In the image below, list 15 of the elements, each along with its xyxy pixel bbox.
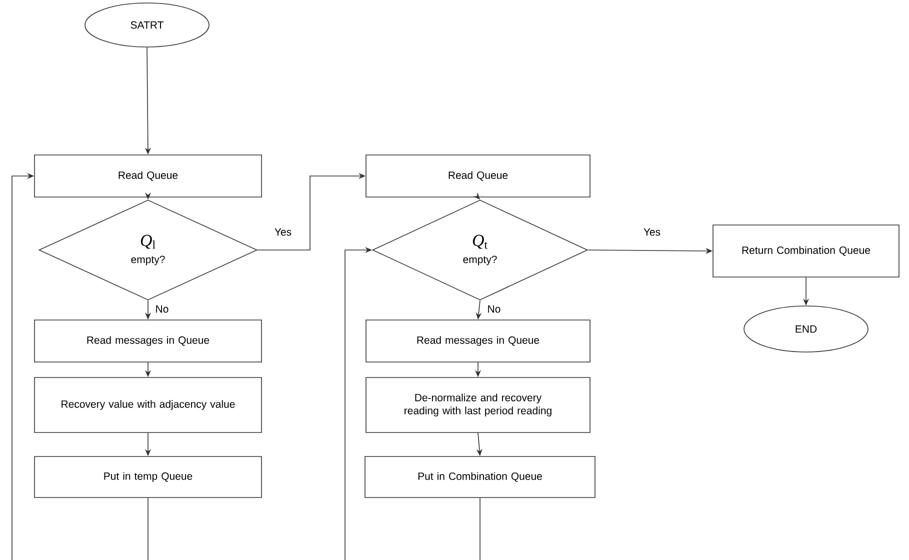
process-box: Read messages in Queue bbox=[366, 320, 590, 362]
edge-label: Yes bbox=[273, 227, 293, 237]
process-box: Recovery value with adjacency value bbox=[34, 377, 262, 433]
edge-label: No bbox=[154, 304, 170, 314]
process-box: Read Queue bbox=[34, 154, 262, 198]
process-box: Read Queue bbox=[366, 154, 590, 198]
process-box: Put in temp Queue bbox=[34, 456, 262, 498]
process-box: Return Combination Queue bbox=[712, 224, 900, 278]
process-box: Read messages in Queue bbox=[34, 320, 262, 362]
edge-label: No bbox=[486, 304, 502, 314]
process-box: Put in Combination Queue bbox=[364, 456, 596, 498]
arrow bbox=[344, 246, 480, 560]
edge-label: Yes bbox=[642, 227, 662, 237]
process-box: De-normalize and recovery reading with last period reading bbox=[366, 377, 590, 433]
arrow bbox=[12, 172, 148, 560]
